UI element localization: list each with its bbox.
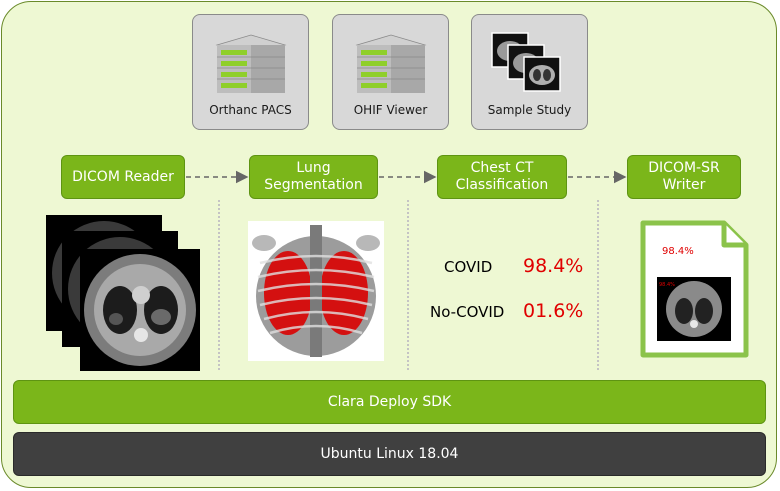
stage-lung-segmentation-label: Lung Segmentation [264, 160, 363, 193]
ubuntu-linux-bar: Ubuntu Linux 18.04 [13, 432, 766, 476]
result-no-covid-value: 01.6% [523, 300, 584, 322]
ct-scan-stack-icon [491, 32, 561, 92]
orthanc-pacs-box: Orthanc PACS [192, 14, 309, 130]
stage-chest-ct-classification: Chest CT Classification [437, 155, 567, 199]
ubuntu-linux-label: Ubuntu Linux 18.04 [320, 446, 459, 462]
clara-deploy-sdk-bar: Clara Deploy SDK [13, 380, 766, 424]
lung-segmentation-image [248, 221, 384, 361]
column-divider [218, 200, 220, 370]
ct-slices-image [46, 215, 200, 371]
server-stack-icon [215, 34, 287, 93]
result-no-covid-label: No-COVID [430, 303, 505, 321]
result-covid-value: 98.4% [523, 255, 584, 277]
stage-dicom-reader-label: DICOM Reader [72, 168, 174, 185]
sr-report-value: 98.4% [662, 246, 694, 257]
result-covid-label: COVID [444, 258, 493, 276]
orthanc-pacs-label: Orthanc PACS [209, 103, 292, 117]
sample-study-label: Sample Study [487, 103, 572, 117]
stage-dicom-reader: DICOM Reader [61, 155, 185, 199]
stage-chest-ct-classification-label: Chest CT Classification [455, 160, 549, 193]
sample-study-box: Sample Study [471, 14, 588, 130]
sr-report-document-icon [640, 220, 749, 358]
stage-dicom-sr-writer-label: DICOM-SR Writer [648, 160, 720, 193]
clara-deploy-sdk-label: Clara Deploy SDK [327, 394, 452, 410]
stage-dicom-sr-writer: DICOM-SR Writer [627, 155, 741, 199]
ohif-viewer-label: OHIF Viewer [353, 103, 428, 117]
column-divider [597, 200, 599, 370]
stage-lung-segmentation: Lung Segmentation [249, 155, 378, 199]
sr-thumb-value: 98.4% [659, 282, 675, 288]
column-divider [407, 200, 409, 370]
ohif-viewer-box: OHIF Viewer [332, 14, 449, 130]
server-stack-icon [355, 34, 427, 93]
